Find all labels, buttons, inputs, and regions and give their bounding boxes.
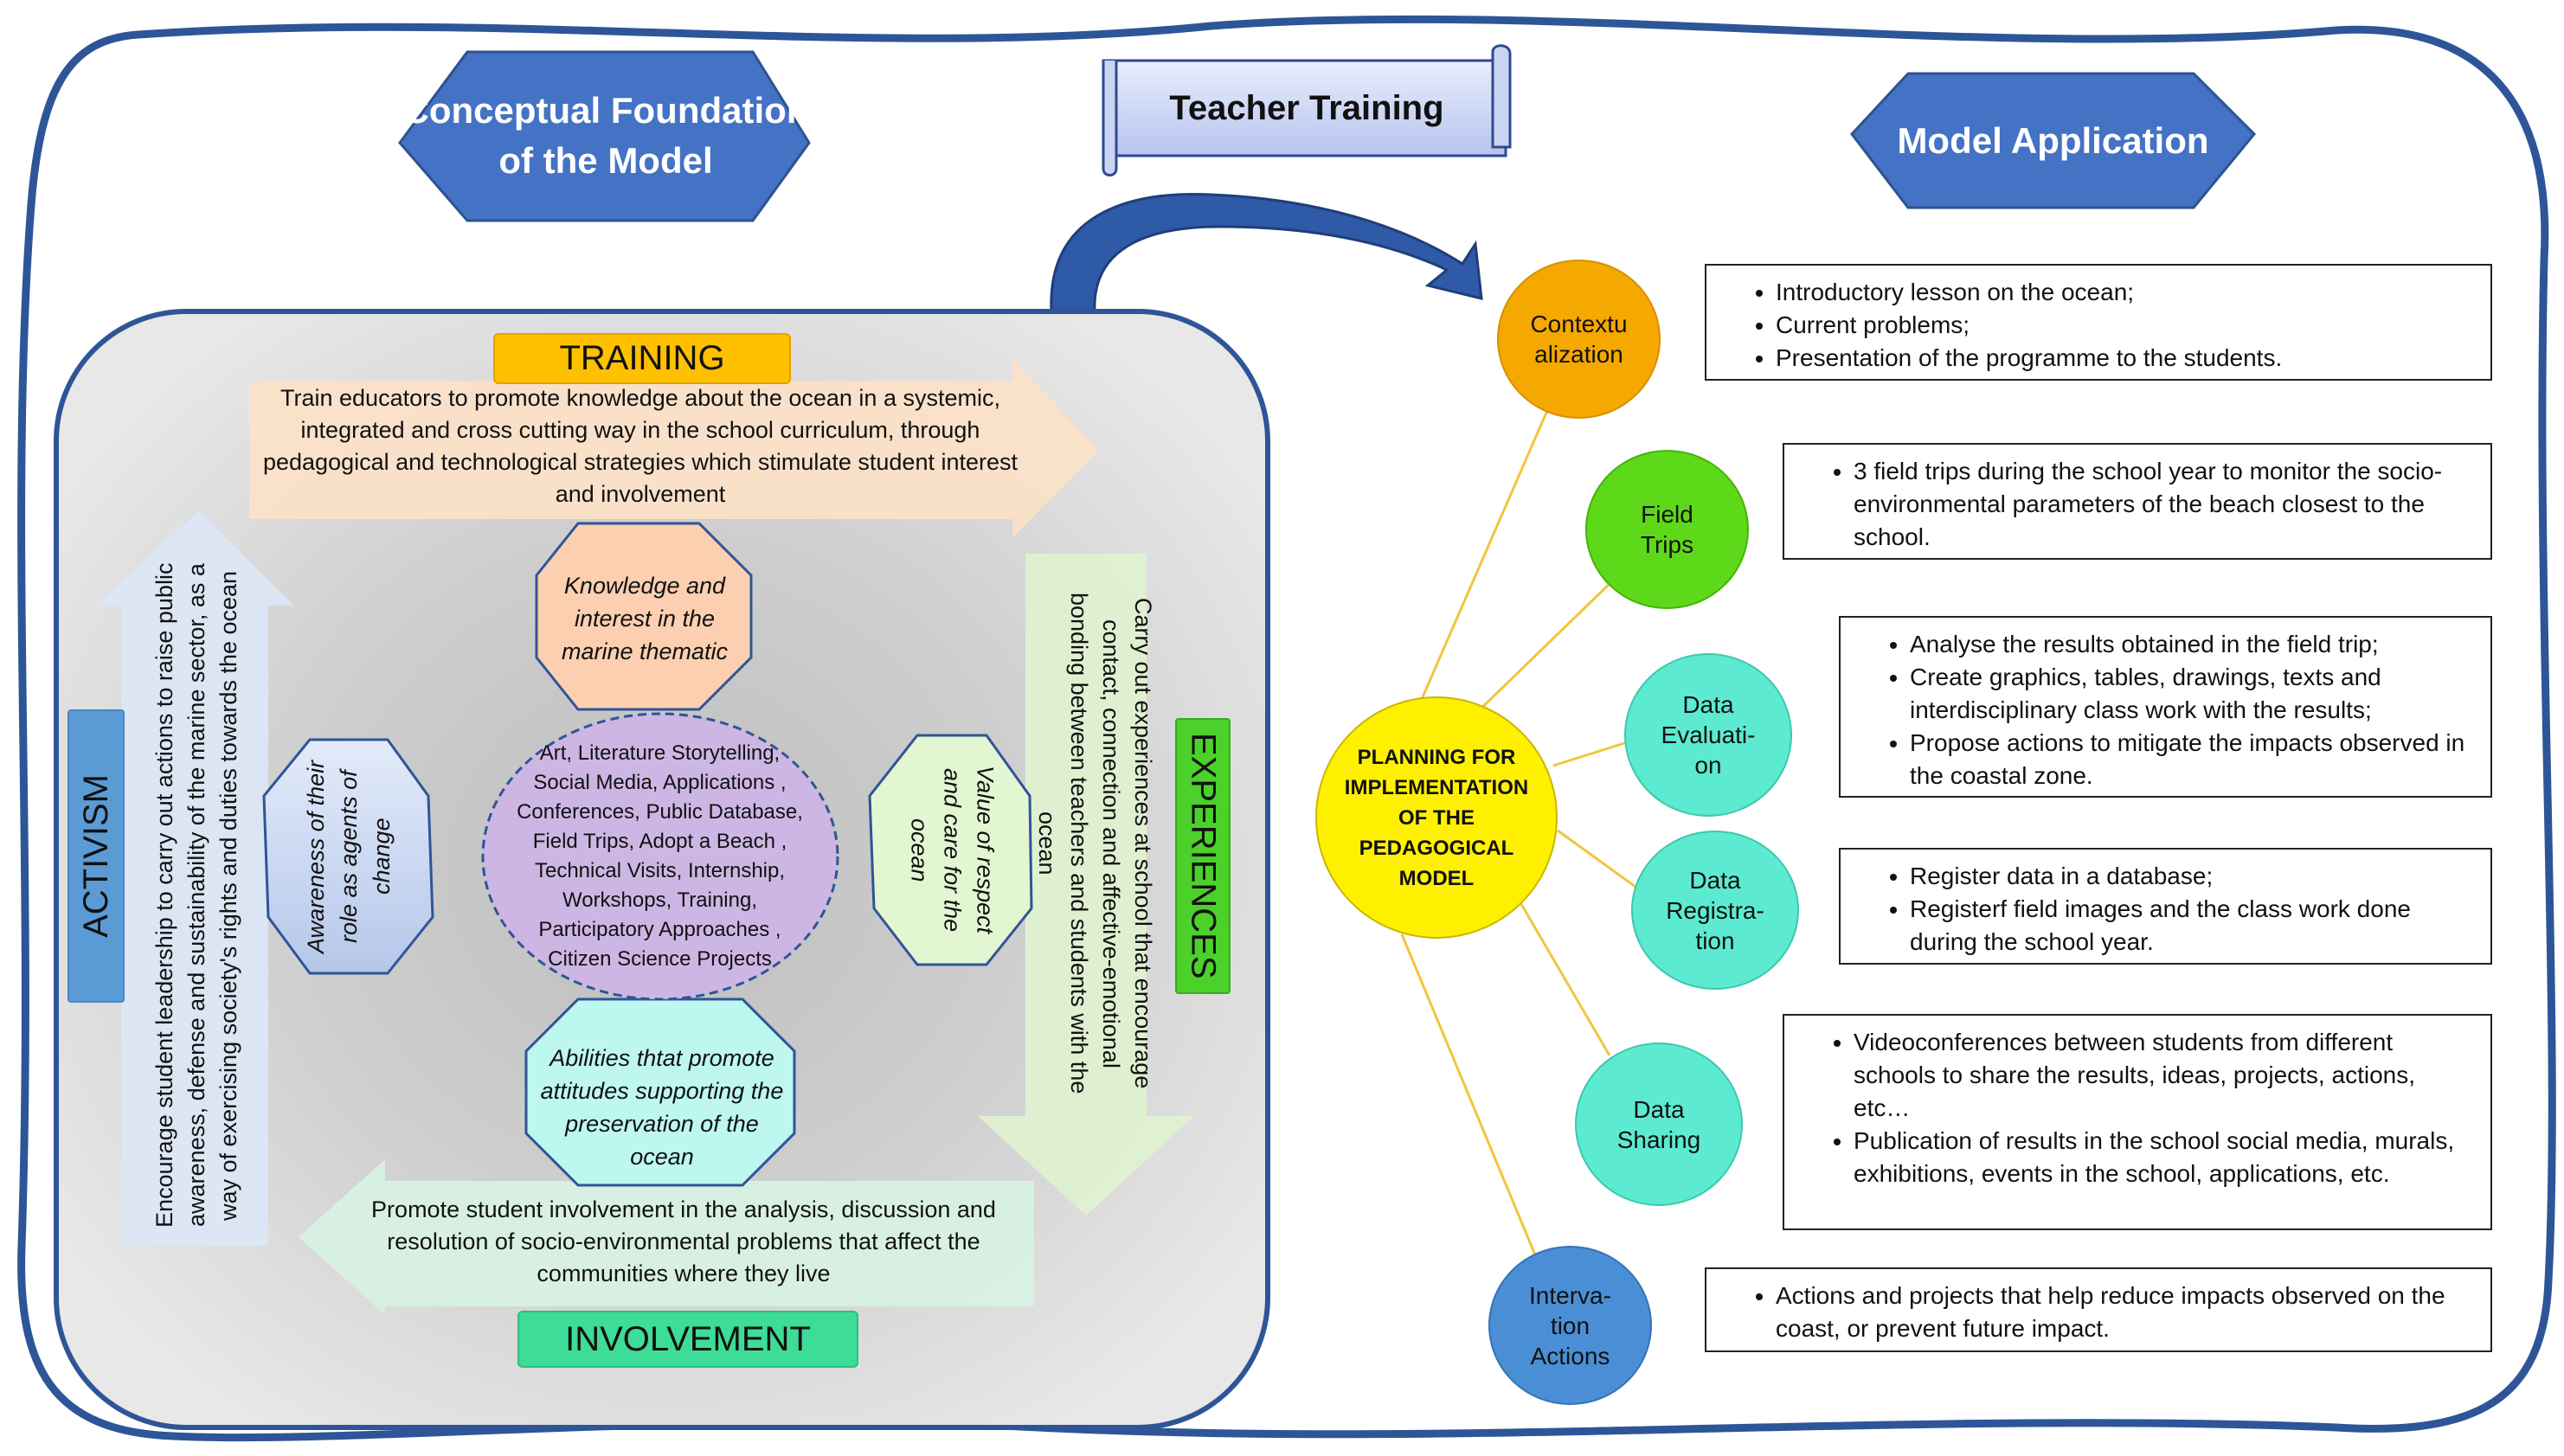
step-label: Data Sharing [1616,1095,1701,1153]
experiences-text-wrap: Carry out experiences at school that enc… [1025,575,1164,1112]
abilities-text: Abilities thtat promote attitudes suppor… [540,1045,784,1170]
outer-frame [17,15,2556,1442]
step-field-trips: Field Trips [1585,450,1749,609]
value-text: Value of respect and care for the ocean [906,766,999,934]
value-octagon [868,734,1033,966]
bullet-item: Registerf field images and the class wor… [1910,893,2473,959]
activism-label-box: ACTIVISM [67,709,125,1003]
activism-label: ACTIVISM [76,774,115,938]
training-label: TRAINING [493,333,791,384]
bullet-item: Create graphics, tables, drawings, texts… [1910,661,2473,727]
data-sharing-box: Videoconferences between students from d… [1783,1014,2492,1230]
involvement-arrow [299,1159,1034,1315]
bullet-item: Introductory lesson on the ocean; [1776,276,2473,309]
experiences-label: EXPERIENCES [1184,733,1223,979]
planning-circle: PLANNING FOR IMPLEMENTATION OF THE PEDAG… [1315,696,1558,939]
bullet-item: Propose actions to mitigate the impacts … [1910,727,2473,792]
contextualization-box: Introductory lesson on the ocean; Curren… [1705,264,2492,381]
step-data-registration: Data Registra-tion [1631,831,1799,990]
awareness-octagon [262,738,434,975]
data-evaluation-box: Analyse the results obtained in the fiel… [1839,616,2492,798]
bullet-item: Actions and projects that help reduce im… [1776,1280,2473,1345]
step-label: Contextu alization [1530,311,1628,368]
conceptual-title: Conceptual Foundation of the Model [402,90,809,181]
teacher-training-title: Teacher Training [1169,88,1444,127]
abilities-octagon [524,997,796,1187]
field-trips-box: 3 field trips during the school year to … [1783,443,2492,560]
step-label: Data Evaluati-on [1661,691,1756,779]
activism-text: Encourage student leadership to carry ou… [151,562,241,1228]
experiences-text: Carry out experiences at school that enc… [1034,593,1156,1094]
experiences-label-box: EXPERIENCES [1175,718,1231,994]
bullet-item: Videoconferences between students from d… [1854,1026,2473,1125]
bullet-item: Current problems; [1776,309,2473,342]
center-oval-text: Art, Literature Storytelling, Social Med… [517,741,803,971]
connectors [1400,406,1636,1268]
bullet-item: Publication of results in the school soc… [1854,1125,2473,1190]
model-application-title: Model Application [1897,120,2209,161]
involvement-label: INVOLVEMENT [517,1311,858,1368]
application-hexagon [1850,72,2257,209]
intervention-box: Actions and projects that help reduce im… [1705,1267,2492,1352]
center-oval [481,712,839,1001]
training-text: Train educators to promote knowledge abo… [262,385,1019,507]
activism-text-wrap: Encourage student leadership to carry ou… [121,562,273,1228]
data-registration-box: Register data in a database; Registerf f… [1839,848,2492,965]
step-label: Interva-tion Actions [1529,1281,1611,1369]
awareness-text: Awareness of their role as agents of cha… [302,760,395,953]
awareness-text-wrap: Awareness of their role as agents of cha… [264,740,433,973]
step-data-evaluation: Data Evaluati-on [1624,653,1792,817]
bullet-item: Presentation of the programme to the stu… [1776,342,2473,375]
step-data-sharing: Data Sharing [1575,1042,1743,1206]
activism-arrow [95,510,294,1246]
curved-arrow [1050,192,1483,313]
bullet-item: Analyse the results obtained in the fiel… [1910,628,2473,661]
bullet-item: Register data in a database; [1910,860,2473,893]
bullet-item: 3 field trips during the school year to … [1854,455,2473,554]
involvement-text: Promote student involvement in the analy… [371,1196,996,1286]
step-label: Field Trips [1640,501,1694,558]
training-arrow [249,359,1099,538]
knowledge-text: Knowledge and interest in the marine the… [561,573,729,664]
value-text-wrap: Value of respect and care for the ocean [872,740,1032,960]
step-label: Data Registra-tion [1666,866,1764,954]
step-contextualization: Contextu alization [1497,260,1661,419]
step-intervention-actions: Interva-tion Actions [1488,1246,1652,1405]
knowledge-octagon [535,522,753,711]
conceptual-hexagon [398,50,811,222]
experiences-arrow [978,554,1194,1215]
